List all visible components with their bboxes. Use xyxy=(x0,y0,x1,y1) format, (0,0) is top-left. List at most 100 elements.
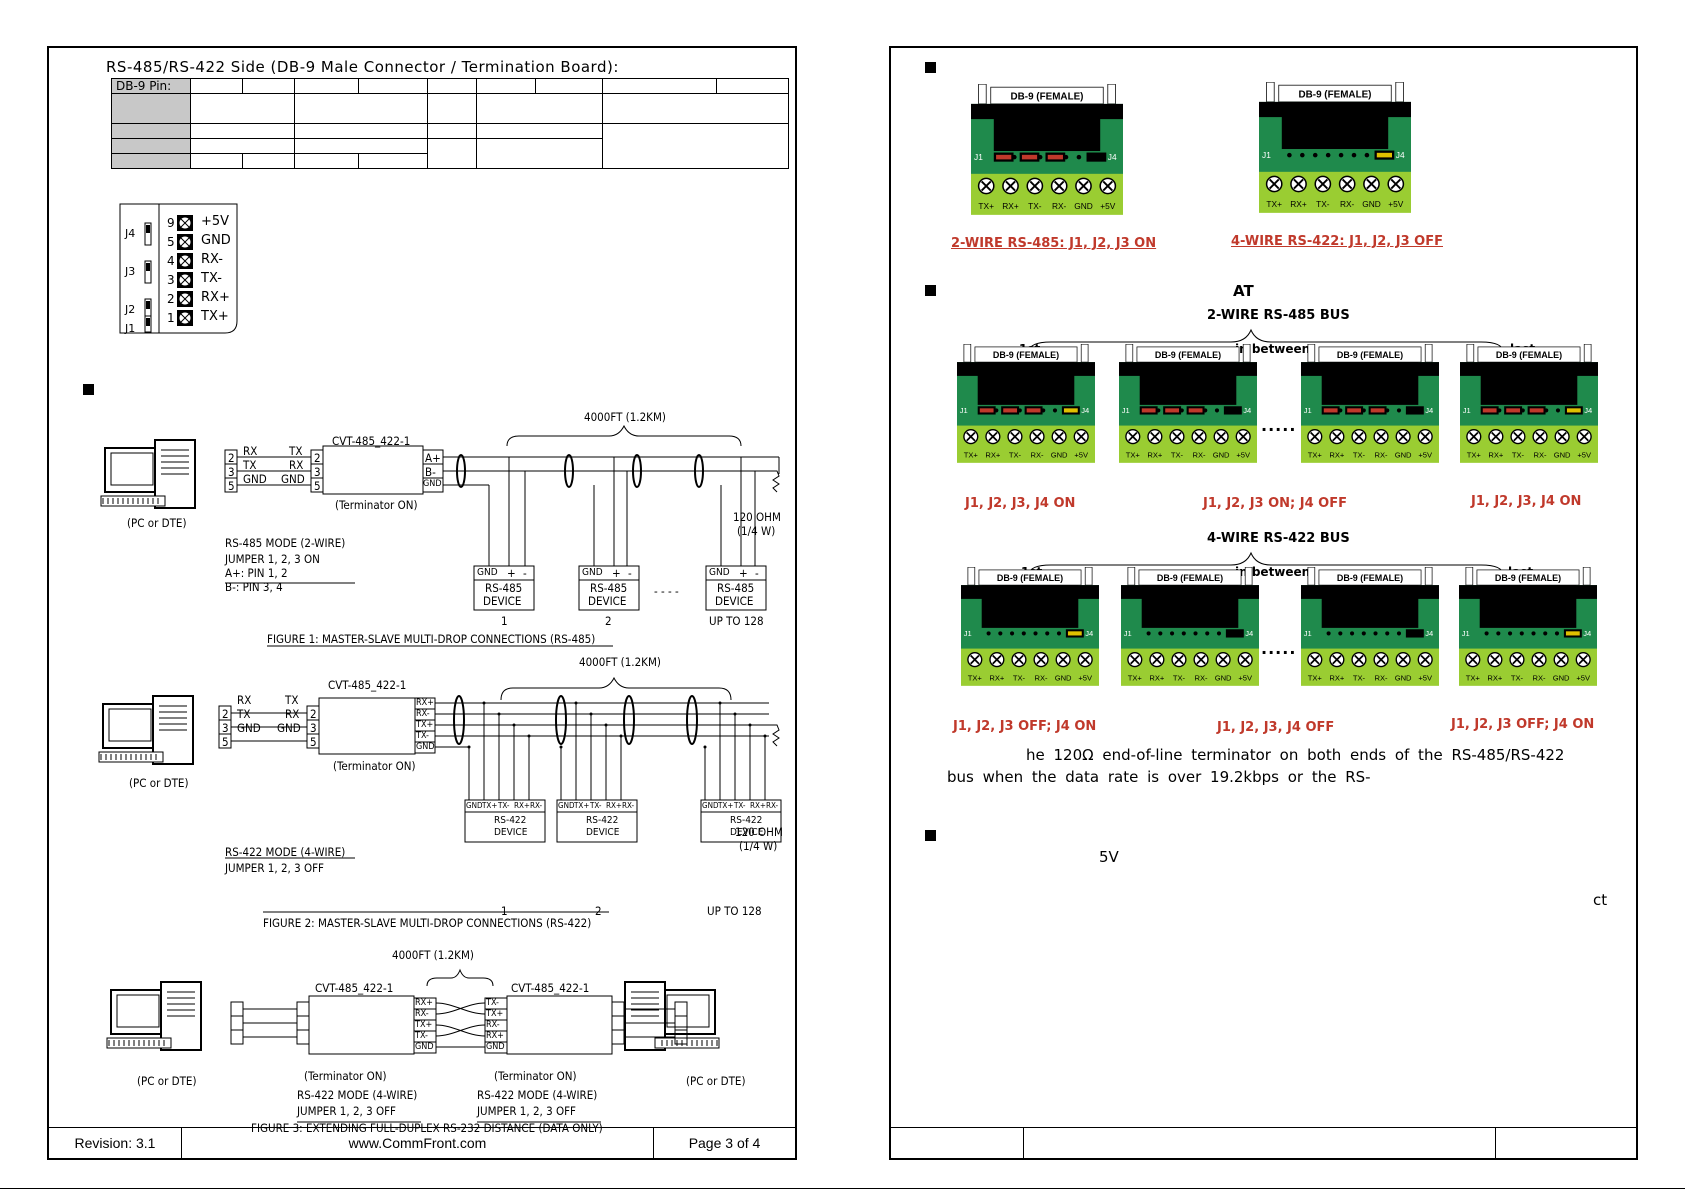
svg-text:RX-: RX- xyxy=(1533,673,1547,682)
svg-text:GND: GND xyxy=(1213,450,1230,459)
svg-text:TX+: TX+ xyxy=(978,201,994,211)
svg-text:GND: GND xyxy=(1553,673,1570,682)
svg-text:RX-: RX- xyxy=(1052,201,1067,211)
device-head: - xyxy=(628,566,632,580)
pc-signal: RX xyxy=(237,693,252,707)
cvt-signal: GND xyxy=(281,472,305,486)
pos-between: in between xyxy=(1235,342,1311,356)
svg-text:GND: GND xyxy=(1051,450,1068,459)
pin-table: DB-9 Pin: xyxy=(111,78,789,169)
bus485-label-3: J1, J2, J3, J4 ON xyxy=(1471,494,1582,509)
device-number: 1 xyxy=(501,614,508,628)
jumper-label-j2: J2 xyxy=(125,303,136,316)
device-head: RX+ xyxy=(750,801,766,810)
svg-text:GND: GND xyxy=(1395,450,1412,459)
device-head: GND xyxy=(702,801,719,810)
fig2-pc-label: (PC or DTE) xyxy=(129,776,189,790)
device-name: RS-422 xyxy=(494,815,527,826)
jumper-label-j1: J1 xyxy=(125,322,136,335)
bullet xyxy=(925,830,936,841)
ellipsis-dots: ····· xyxy=(1261,643,1297,662)
device-number: UP TO 128 xyxy=(707,904,762,918)
device-head: RX+ xyxy=(606,801,622,810)
svg-text:RX+: RX+ xyxy=(1329,673,1345,682)
svg-text:RX+: RX+ xyxy=(1147,450,1163,459)
ellipsis-dots: ····· xyxy=(1261,420,1297,439)
svg-text:DB-9 (FEMALE): DB-9 (FEMALE) xyxy=(993,350,1059,360)
svg-text:DB-9 (FEMALE): DB-9 (FEMALE) xyxy=(1299,89,1372,100)
device-head: + xyxy=(739,566,748,580)
svg-text:DB-9 (FEMALE): DB-9 (FEMALE) xyxy=(1496,350,1562,360)
bus485-label-2: J1, J2, J3 ON; J4 OFF xyxy=(1203,496,1347,511)
fig3-jumper-left: JUMPER 1, 2, 3 OFF xyxy=(297,1104,397,1118)
pin-number: 3 xyxy=(167,273,175,287)
device-head: RX+ xyxy=(514,801,530,810)
svg-text:RX-: RX- xyxy=(1340,199,1355,209)
left-page: RS-485/RS-422 Side (DB-9 Male Connector … xyxy=(47,46,797,1160)
device-number: 2 xyxy=(595,904,602,918)
fig3-distance: 4000FT (1.2KM) xyxy=(392,948,474,962)
cvt-signal: TX xyxy=(289,444,303,458)
device-name: RS-485 xyxy=(590,581,628,595)
svg-text:+5V: +5V xyxy=(1418,673,1433,682)
footer-cell xyxy=(1024,1128,1496,1158)
cvt-signal: RX xyxy=(285,707,300,721)
section-heading: RS-485/RS-422 Side (DB-9 Male Connector … xyxy=(106,58,619,76)
mode-line: JUMPER 1, 2, 3 OFF xyxy=(225,861,325,875)
device-name: DEVICE xyxy=(715,594,754,608)
device-head: + xyxy=(507,566,516,580)
device-name: DEVICE xyxy=(586,827,620,838)
cvt-output: GND xyxy=(423,479,442,489)
svg-text:J4: J4 xyxy=(1584,406,1592,415)
svg-text:GND: GND xyxy=(1395,673,1412,682)
computer-icon xyxy=(100,439,196,509)
svg-text:J4: J4 xyxy=(1425,406,1433,415)
computer-icon xyxy=(98,695,194,765)
pc-signal: TX xyxy=(237,707,251,721)
device-number: UP TO 128 xyxy=(709,614,764,628)
fig3-terminator-right: (Terminator ON) xyxy=(494,1069,577,1083)
resistor-label: 120 OHM xyxy=(735,825,783,839)
svg-text:TX+: TX+ xyxy=(1466,673,1481,682)
cvt-output: B- xyxy=(425,465,436,479)
device-head: GND xyxy=(709,567,730,578)
pin-signal: TX- xyxy=(415,1031,428,1041)
svg-text:RX-: RX- xyxy=(1375,673,1389,682)
pin-num: 2 xyxy=(310,707,317,721)
device-head: TX+ xyxy=(482,801,498,810)
svg-text:DB-9 (FEMALE): DB-9 (FEMALE) xyxy=(1337,350,1403,360)
device-head: GND xyxy=(558,801,575,810)
svg-text:TX+: TX+ xyxy=(1266,199,1282,209)
pin-num: 2 xyxy=(314,451,321,465)
svg-text:J1: J1 xyxy=(1462,629,1470,638)
bullet xyxy=(925,62,936,73)
bus422-label-3: J1, J2, J3 OFF; J4 ON xyxy=(1451,717,1595,732)
svg-text:J4: J4 xyxy=(1081,406,1089,415)
svg-text:DB-9 (FEMALE): DB-9 (FEMALE) xyxy=(1157,573,1223,583)
pos-between: in between xyxy=(1235,565,1311,579)
computer-icon xyxy=(624,981,720,1051)
pin-signal: TX+ xyxy=(415,1020,433,1030)
fig3-pc-label-left: (PC or DTE) xyxy=(137,1074,197,1088)
device-head: - xyxy=(523,566,527,580)
fig1-distance: 4000FT (1.2KM) xyxy=(584,410,666,424)
pc-signal: RX xyxy=(243,444,258,458)
cvt-output: GND xyxy=(416,742,435,752)
fig2-device-label: CVT-485_422-1 xyxy=(328,678,407,692)
pin-signal: GND xyxy=(415,1042,434,1052)
signal-label: TX- xyxy=(201,271,222,286)
pin-num: 2 xyxy=(228,451,235,465)
right-footer xyxy=(891,1127,1636,1158)
svg-text:J1: J1 xyxy=(964,629,972,638)
svg-text:RX-: RX- xyxy=(1031,450,1045,459)
svg-text:TX+: TX+ xyxy=(1308,673,1323,682)
signal-label: RX+ xyxy=(201,290,230,305)
svg-text:DB-9 (FEMALE): DB-9 (FEMALE) xyxy=(1155,350,1221,360)
pc-signal: TX xyxy=(243,458,257,472)
cvt-signal: RX xyxy=(289,458,304,472)
